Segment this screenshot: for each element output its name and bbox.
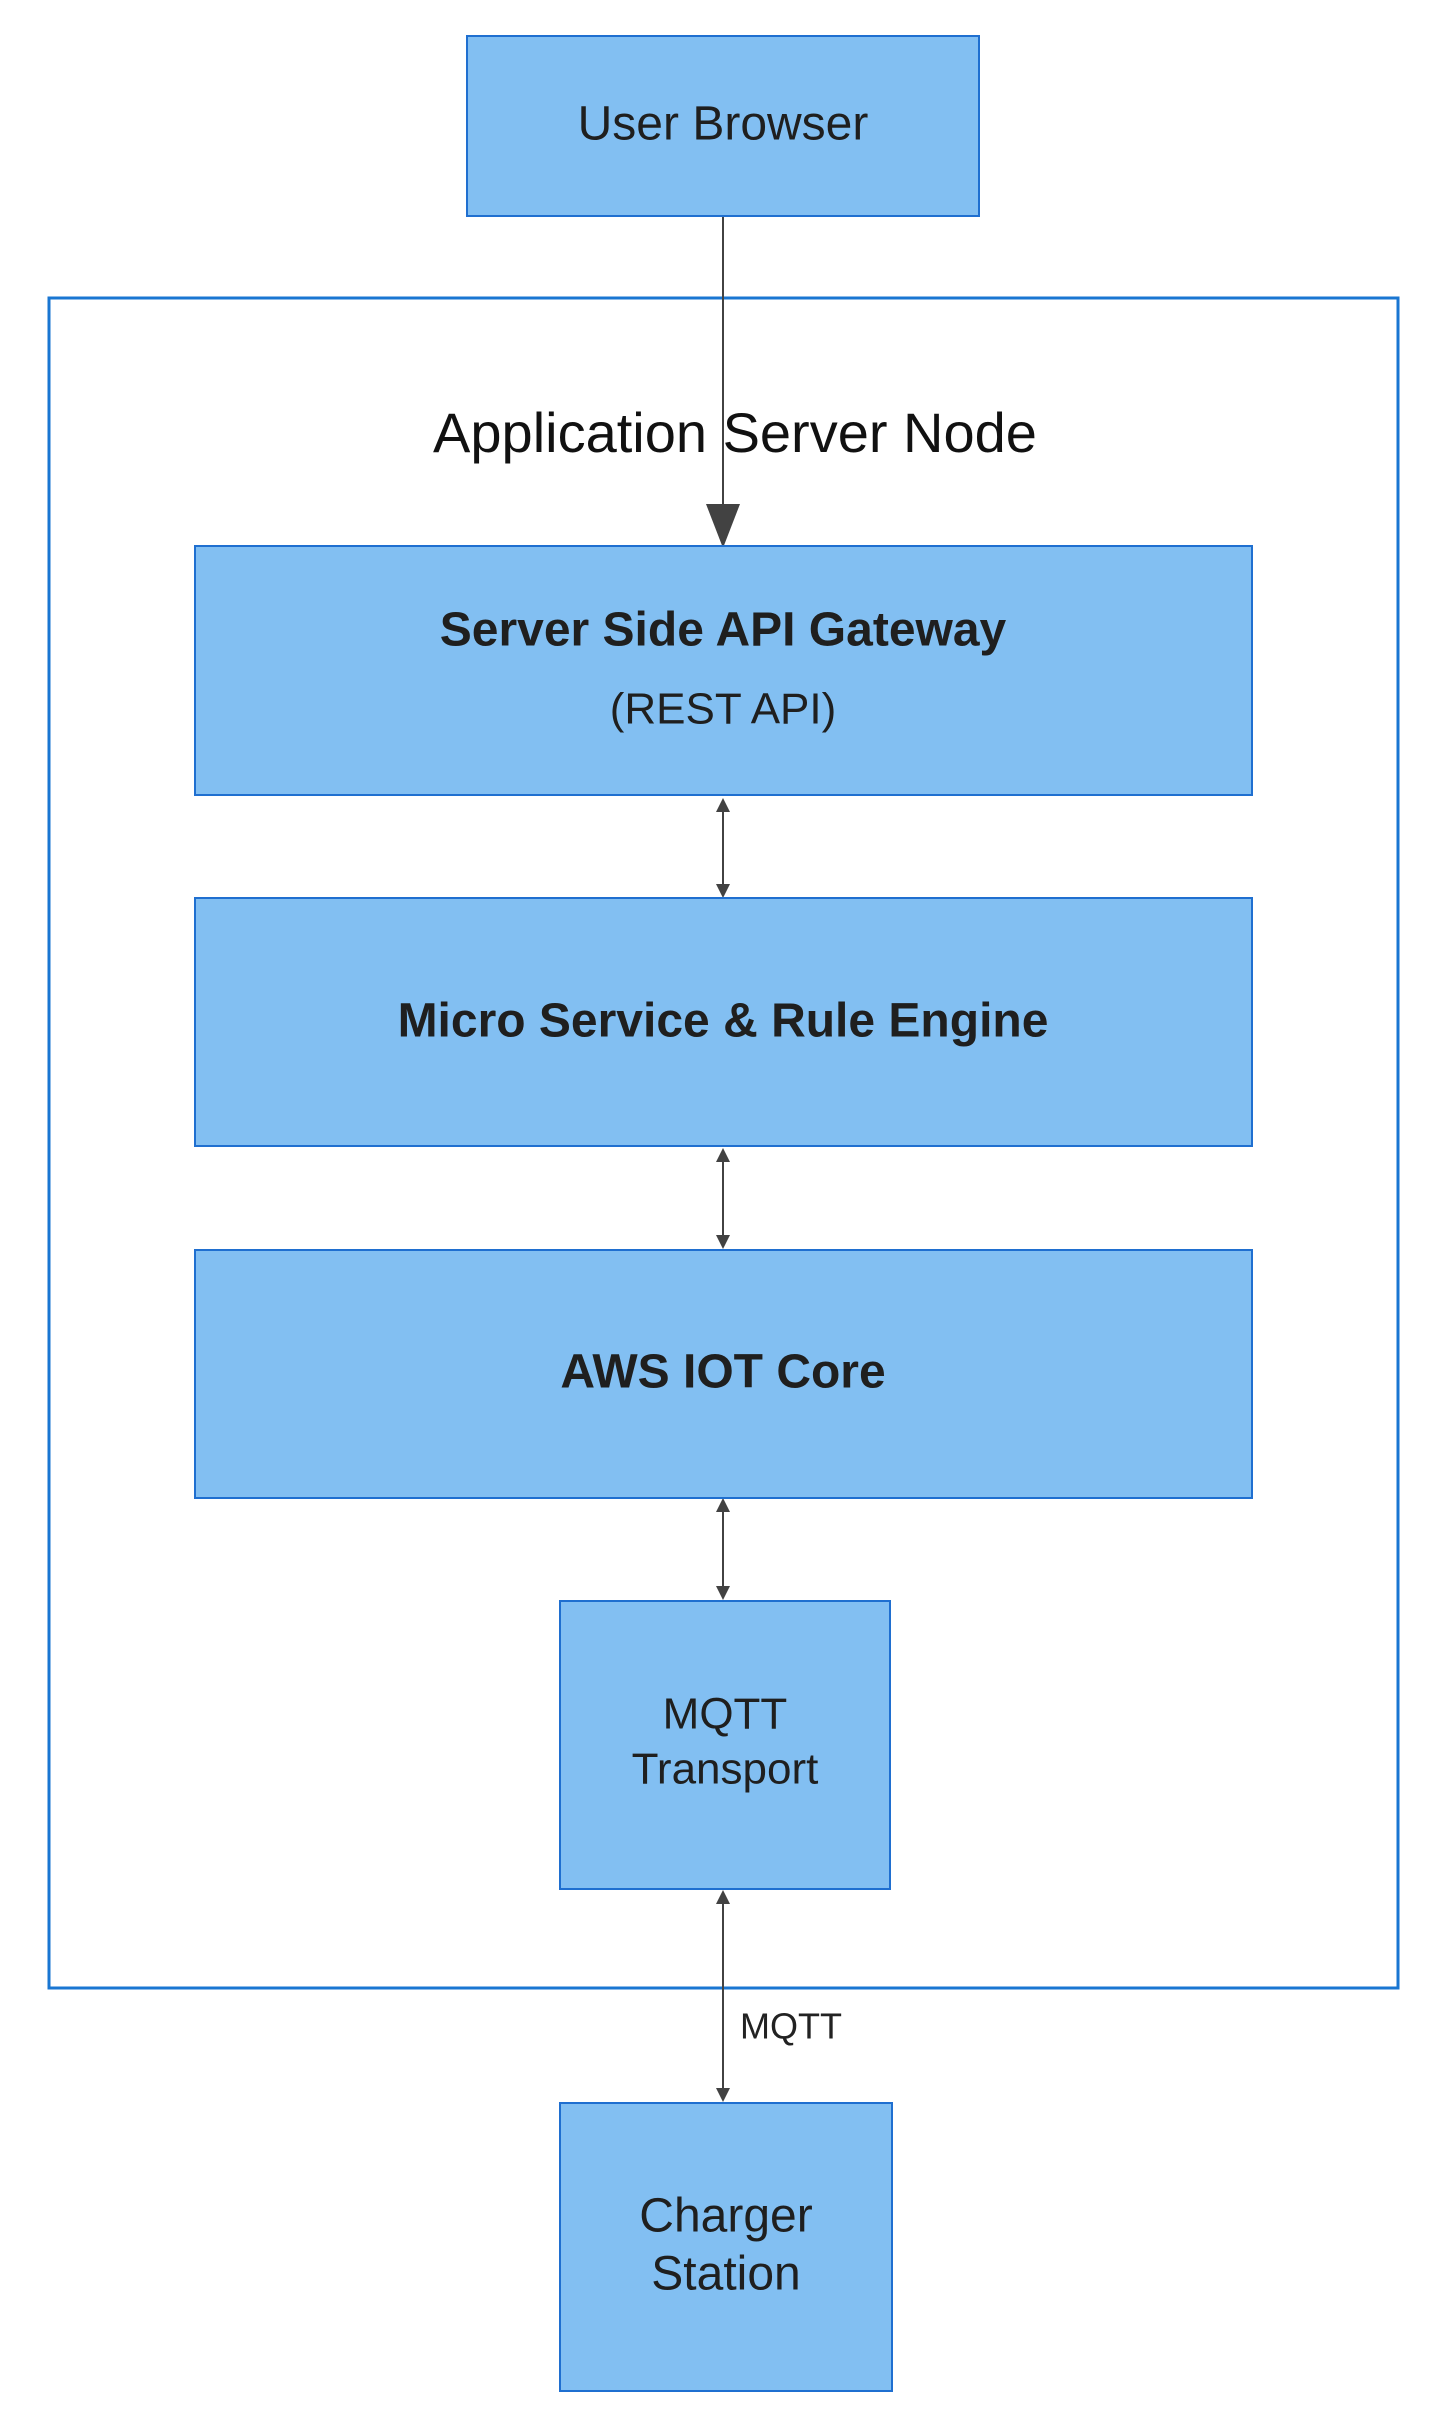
edge-label-mqtt: MQTT bbox=[740, 2006, 842, 2047]
user-browser-label: User Browser bbox=[578, 98, 869, 151]
node-aws-iot-core: AWS IOT Core bbox=[194, 1249, 1253, 1499]
charger-station-line2: Station bbox=[651, 2248, 800, 2301]
mqtt-transport-box bbox=[559, 1600, 891, 1890]
mqtt-transport-line1: MQTT bbox=[663, 1690, 788, 1739]
node-mqtt-transport: MQTT Transport bbox=[559, 1600, 891, 1890]
charger-station-box bbox=[559, 2102, 893, 2392]
charger-station-line1: Charger bbox=[639, 2190, 812, 2243]
node-api-gateway: Server Side API Gateway (REST API) bbox=[194, 545, 1253, 796]
api-gateway-box bbox=[194, 545, 1253, 796]
user-browser-box bbox=[466, 35, 980, 217]
micro-service-label: Micro Service & Rule Engine bbox=[398, 995, 1049, 1048]
api-gateway-subtitle: (REST API) bbox=[610, 685, 837, 734]
aws-iot-box bbox=[194, 1249, 1253, 1499]
micro-service-box bbox=[194, 897, 1253, 1147]
api-gateway-title: Server Side API Gateway bbox=[440, 604, 1007, 657]
node-user-browser: User Browser bbox=[466, 35, 980, 217]
mqtt-transport-line2: Transport bbox=[632, 1745, 819, 1794]
node-charger-station: Charger Station bbox=[559, 2102, 893, 2392]
aws-iot-label: AWS IOT Core bbox=[560, 1346, 885, 1399]
node-micro-service: Micro Service & Rule Engine bbox=[194, 897, 1253, 1147]
group-title: Application Server Node bbox=[433, 401, 1037, 464]
